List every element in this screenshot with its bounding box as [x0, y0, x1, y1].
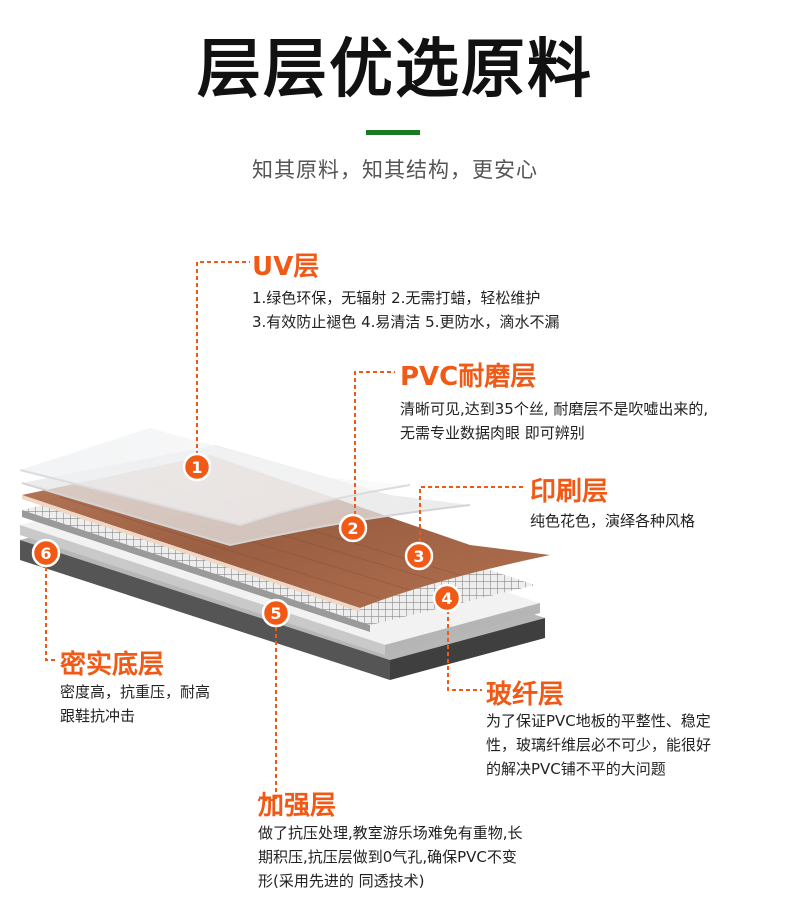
- uv-layer-title: UV层: [252, 252, 320, 282]
- reinforcement-layer-line-3: 形(采用先进的 同透技术): [258, 872, 425, 890]
- badge-5: 5: [261, 598, 291, 628]
- print-layer-description: 纯色花色，演绎各种风格: [530, 509, 695, 533]
- leader-line-2: [354, 371, 395, 515]
- base-layer-description: 密度高，抗重压，耐高 跟鞋抗冲击: [60, 680, 210, 728]
- badge-6: 6: [31, 538, 61, 568]
- pvc-layer-title: PVC耐磨层: [400, 362, 537, 392]
- badge-2: 2: [338, 513, 368, 543]
- reinforcement-layer-line-1: 做了抗压处理,教室游乐场难免有重物,长: [258, 824, 523, 842]
- uv-layer-description: 1.绿色环保，无辐射 2.无需打蜡，轻松维护 3.有效防止褪色 4.易清洁 5.…: [252, 286, 559, 334]
- fiberglass-layer-line-2: 性，玻璃纤维层必不可少，能很好: [486, 736, 712, 754]
- svg-text:2: 2: [347, 519, 358, 538]
- pvc-layer-line-2: 无需专业数据肉眼 即可辨别: [400, 424, 585, 442]
- reinforcement-layer-title: 加强层: [258, 791, 337, 821]
- leader-line-6: [45, 567, 56, 661]
- svg-text:6: 6: [40, 544, 51, 563]
- base-layer-title: 密实底层: [60, 650, 165, 680]
- svg-text:1: 1: [191, 458, 202, 477]
- page-title: 层层优选原料: [197, 33, 593, 107]
- print-layer-title: 印刷层: [530, 477, 609, 507]
- reinforcement-layer-description: 做了抗压处理,教室游乐场难免有重物,长 期积压,抗压层做到0气孔,确保PVC不变…: [258, 821, 523, 893]
- reinforcement-layer-line-2: 期积压,抗压层做到0气孔,确保PVC不变: [258, 848, 517, 866]
- fiberglass-layer-title: 玻纤层: [486, 680, 565, 710]
- fiberglass-layer-line-1: 为了保证PVC地板的平整性、稳定: [486, 712, 711, 730]
- leader-lines: [45, 261, 525, 801]
- pvc-layer-line-1: 清晰可见,达到35个丝, 耐磨层不是吹嘘出来的,: [400, 400, 709, 418]
- base-layer-line-1: 密度高，抗重压，耐高: [60, 683, 211, 701]
- title-underline: [366, 130, 420, 135]
- page-subtitle: 知其原料，知其结构，更安心: [252, 158, 538, 182]
- pvc-layer-description: 清晰可见,达到35个丝, 耐磨层不是吹嘘出来的, 无需专业数据肉眼 即可辨别: [400, 397, 708, 445]
- uv-layer-line-1: 1.绿色环保，无辐射 2.无需打蜡，轻松维护: [252, 289, 541, 307]
- print-layer-line-1: 纯色花色，演绎各种风格: [530, 512, 696, 530]
- svg-text:3: 3: [413, 547, 424, 566]
- fiberglass-layer-line-3: 的解决PVC铺不平的大问题: [486, 760, 666, 778]
- leader-line-5: [258, 627, 277, 801]
- svg-text:5: 5: [270, 604, 281, 623]
- base-layer-line-2: 跟鞋抗冲击: [60, 707, 136, 725]
- badge-1: 1: [182, 452, 212, 482]
- badge-3: 3: [404, 541, 434, 571]
- badge-4: 4: [432, 583, 462, 613]
- fiberglass-layer-description: 为了保证PVC地板的平整性、稳定 性，玻璃纤维层必不可少，能很好 的解决PVC铺…: [486, 709, 711, 781]
- leader-line-1: [196, 261, 250, 455]
- uv-layer: [19, 428, 411, 527]
- uv-layer-line-2: 3.有效防止褪色 4.易清洁 5.更防水，滴水不漏: [252, 313, 560, 331]
- svg-text:4: 4: [441, 589, 452, 608]
- leader-line-4: [447, 610, 482, 691]
